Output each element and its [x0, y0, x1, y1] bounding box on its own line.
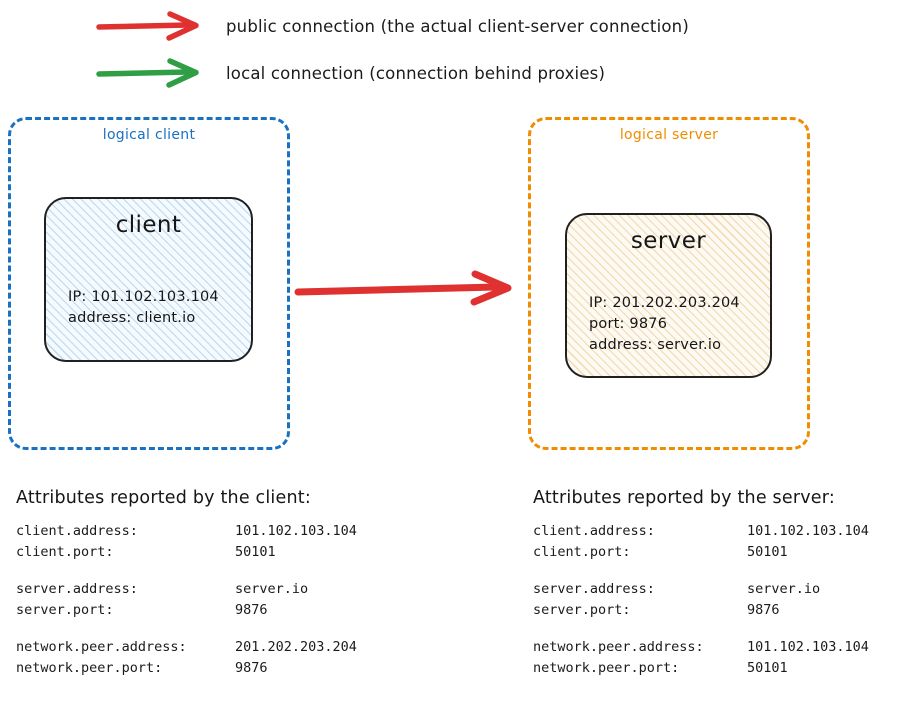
logical-server-label: logical server	[619, 127, 719, 143]
server-detail-line: port: 9876	[589, 316, 668, 333]
attribute-value: 50101	[235, 543, 276, 560]
attribute-key: server.port:	[16, 601, 114, 618]
table-spacer	[533, 620, 869, 637]
table-row: network.peer.address: 101.102.103.104	[533, 637, 869, 658]
legend-item-local-connection: local connection (connection behind prox…	[96, 56, 605, 90]
client-node-title: client	[115, 212, 182, 238]
logical-client-label: logical client	[102, 127, 196, 143]
client-node-details: IP: 101.102.103.104 address: client.io	[68, 287, 219, 329]
attribute-key: client.port:	[16, 543, 114, 560]
table-row: client.address: 101.102.103.104	[533, 521, 869, 542]
legend-label-local-connection: local connection (connection behind prox…	[226, 63, 606, 83]
server-attributes-panel: Attributes reported by the server: clien…	[533, 488, 869, 678]
attribute-key: server.port:	[533, 601, 631, 618]
table-row: network.peer.address: 201.202.203.204	[16, 637, 357, 658]
server-detail-line: IP: 201.202.203.204	[589, 295, 740, 311]
table-row: server.port: 9876	[533, 600, 869, 621]
table-row: client.address: 101.102.103.104	[16, 521, 357, 542]
logical-server-group: logical server	[528, 117, 810, 450]
attribute-key: client.address:	[16, 523, 138, 539]
server-node-box[interactable]: server IP: 201.202.203.204 port: 9876 ad…	[565, 213, 772, 378]
attribute-value: server.io	[747, 581, 821, 598]
attribute-value: 9876	[747, 601, 780, 618]
client-attributes-table: client.address: 101.102.103.104 client.p…	[16, 521, 357, 678]
server-node-title: server	[630, 228, 707, 254]
attribute-key: server.address:	[533, 581, 655, 598]
client-detail-line: address: client.io	[68, 310, 196, 327]
right-arrow-icon	[96, 11, 199, 41]
client-node-box[interactable]: client IP: 101.102.103.104 address: clie…	[44, 197, 253, 362]
attribute-value: 9876	[235, 659, 268, 676]
table-row: client.port: 50101	[533, 542, 869, 563]
attribute-value: 201.202.203.204	[235, 639, 357, 656]
server-attributes-heading: Attributes reported by the server:	[533, 488, 835, 508]
attribute-value: server.io	[235, 581, 309, 598]
table-row: server.address: server.io	[533, 579, 869, 600]
table-row: server.port: 9876	[16, 600, 357, 621]
attribute-value: 50101	[747, 543, 788, 560]
legend-item-public-connection: public connection (the actual client-ser…	[96, 9, 689, 43]
table-row: network.peer.port: 50101	[533, 658, 869, 679]
public-connection-arrow	[294, 270, 512, 306]
attribute-key: server.address:	[16, 581, 138, 598]
logical-client-group: logical client	[8, 117, 290, 450]
attribute-key: network.peer.address:	[533, 639, 704, 656]
attribute-key: network.peer.port:	[16, 659, 163, 676]
server-attributes-table: client.address: 101.102.103.104 client.p…	[533, 521, 869, 678]
table-spacer	[533, 562, 869, 579]
attribute-key: client.address:	[533, 523, 655, 539]
legend-label-public-connection: public connection (the actual client-ser…	[226, 16, 689, 36]
table-row: network.peer.port: 9876	[16, 658, 357, 679]
attribute-value: 101.102.103.104	[235, 523, 357, 539]
attribute-value: 101.102.103.104	[747, 523, 869, 539]
attribute-key: client.port:	[533, 543, 631, 560]
right-arrow-icon	[96, 58, 199, 88]
attribute-value: 50101	[747, 659, 788, 676]
table-row: client.port: 50101	[16, 542, 357, 563]
table-spacer	[16, 620, 357, 637]
attribute-value: 9876	[235, 601, 268, 618]
server-detail-line: address: server.io	[589, 337, 722, 354]
attribute-key: network.peer.port:	[533, 659, 680, 676]
server-node-details: IP: 201.202.203.204 port: 9876 address: …	[589, 293, 740, 356]
client-detail-line: IP: 101.102.103.104	[68, 289, 219, 305]
attribute-value: 101.102.103.104	[747, 639, 869, 656]
client-attributes-heading: Attributes reported by the client:	[16, 488, 311, 508]
table-row: server.address: server.io	[16, 579, 357, 600]
attribute-key: network.peer.address:	[16, 639, 187, 656]
table-spacer	[16, 562, 357, 579]
client-attributes-panel: Attributes reported by the client: clien…	[16, 488, 357, 678]
